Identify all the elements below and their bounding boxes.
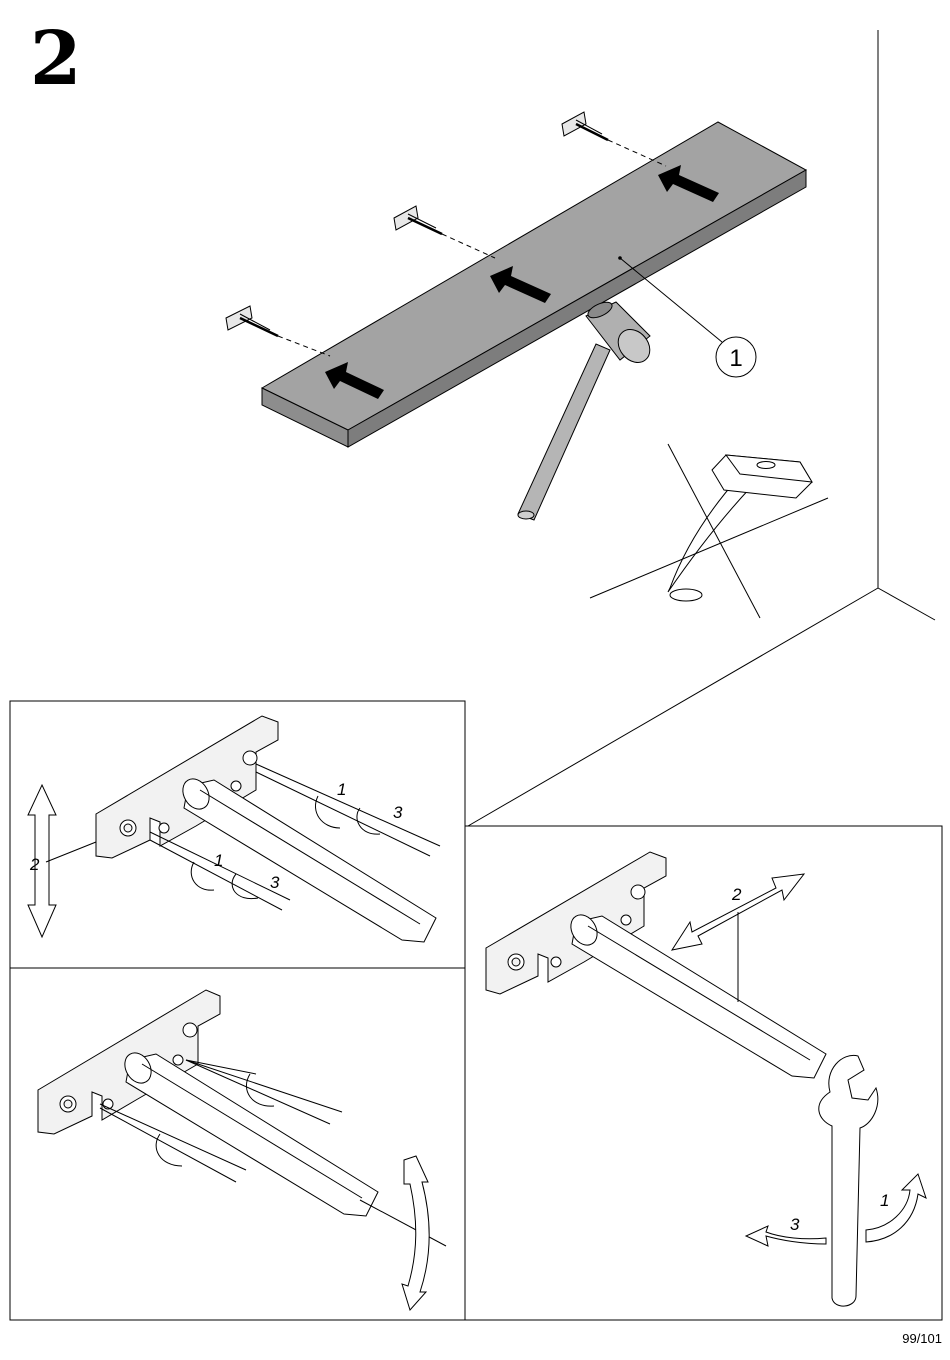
callout-dot bbox=[618, 256, 622, 260]
mini-bracket-middle bbox=[394, 206, 442, 234]
label-vertical-adjust: 2 bbox=[29, 855, 40, 874]
mini-bracket-right bbox=[562, 112, 608, 140]
label-wrench-turn-left: 3 bbox=[790, 1215, 800, 1234]
detail-panel-top-left: 2 1 3 1 3 bbox=[10, 701, 465, 968]
detail-panel-bottom-left bbox=[10, 968, 465, 1320]
label-rod-slide: 2 bbox=[731, 885, 742, 904]
detail-panel-right: 2 1 3 bbox=[465, 826, 942, 1320]
mini-bracket-left bbox=[226, 306, 278, 336]
shelf-board bbox=[262, 122, 806, 447]
label-wrench-turn-right: 1 bbox=[880, 1191, 889, 1210]
page-number: 99/101 bbox=[902, 1331, 942, 1346]
label-lower-screw-turn: 1 bbox=[214, 851, 223, 870]
crossed-out-steel-hammer-icon bbox=[590, 444, 828, 618]
label-upper-rod-turn: 3 bbox=[393, 803, 403, 822]
label-lower-rod-turn: 3 bbox=[270, 873, 280, 892]
label-upper-screw-turn: 1 bbox=[337, 780, 346, 799]
part-callout-number: 1 bbox=[729, 345, 742, 372]
